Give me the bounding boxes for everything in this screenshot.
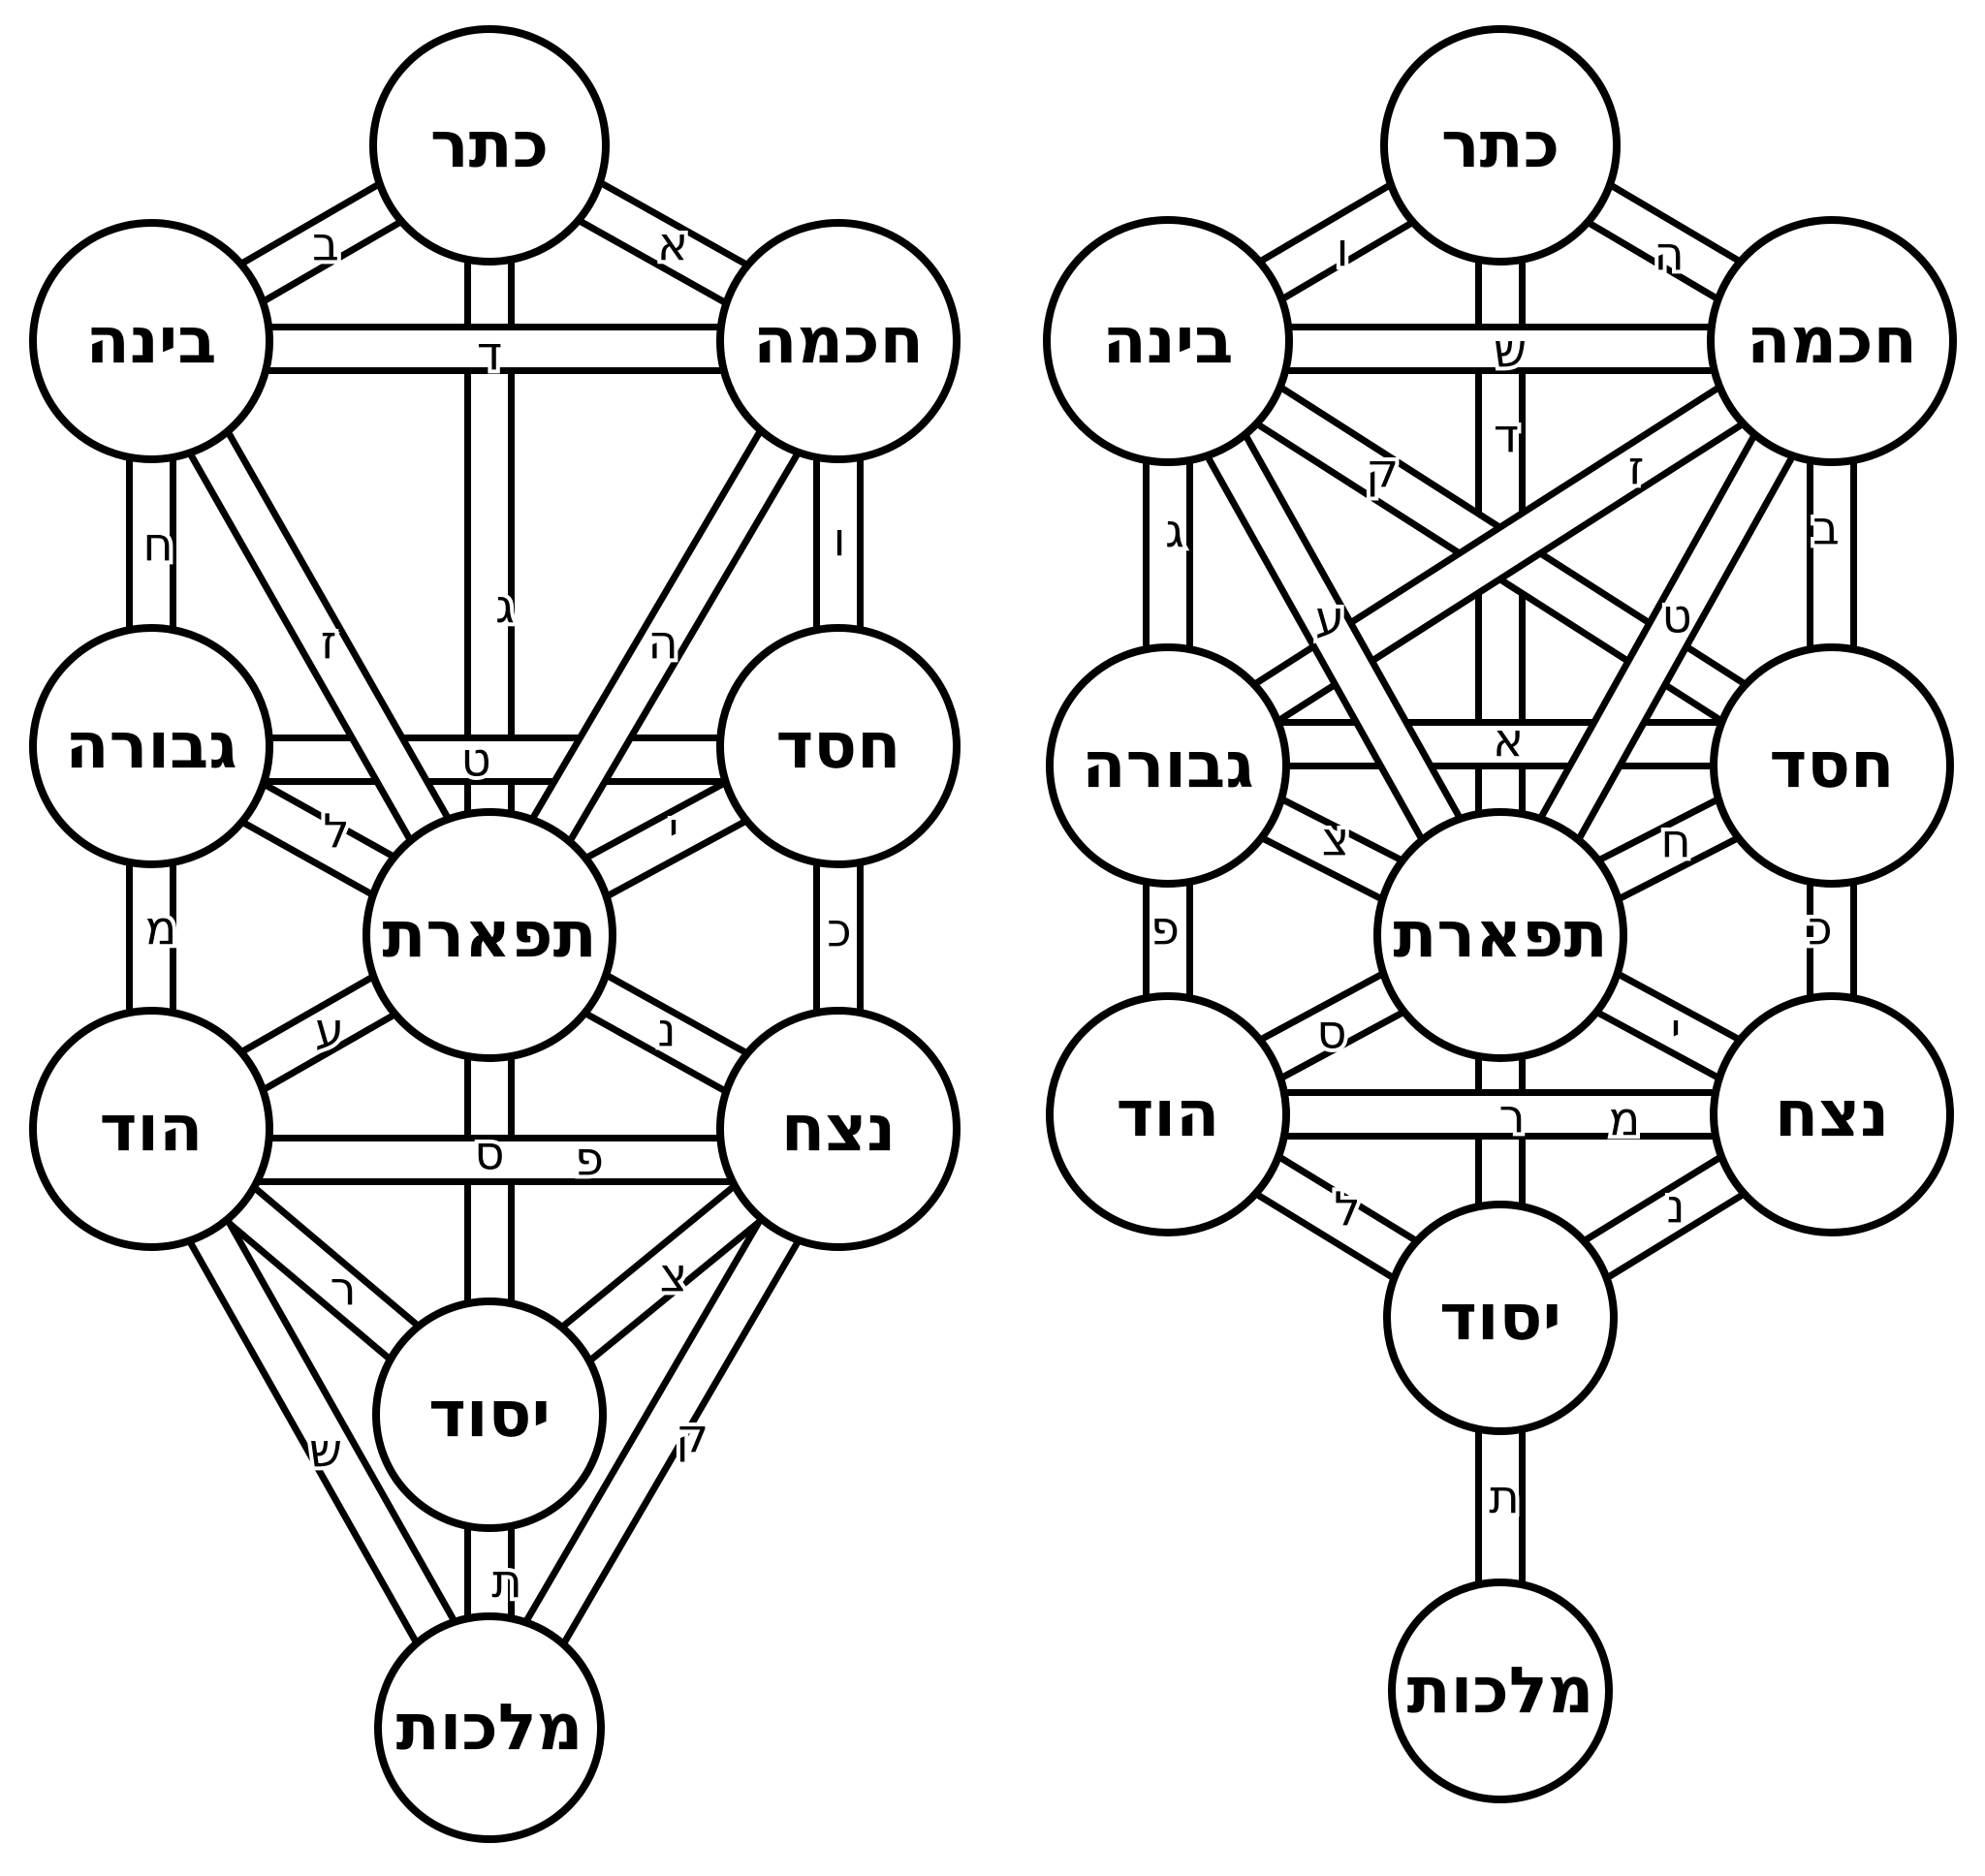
path-letter-netzach-tiferet: י	[1671, 1003, 1682, 1057]
path-letter-tiferet-yesod: ר	[1498, 1089, 1525, 1143]
node-malkhut-circle	[374, 1612, 605, 1843]
node-malkhut-label: מלכות	[1407, 1652, 1594, 1728]
path-letter-binah-tiferet: ז	[321, 615, 337, 670]
node-gevurah-circle	[1046, 643, 1290, 888]
path-letter-netzach-malkhut: ק	[676, 1409, 709, 1463]
node-binah-circle	[1043, 216, 1293, 466]
node-hod-label: הוד	[1117, 1076, 1220, 1151]
node-gevurah-label: גבורה	[1082, 727, 1253, 802]
node-binah-circle	[29, 219, 273, 463]
path-letter-hod-yesod: ר	[330, 1262, 356, 1316]
path-letter-hod-yesod: ל	[1334, 1182, 1360, 1236]
path-letter-gevurah-hod: מ	[145, 901, 177, 955]
node-chokhmah-circle	[1707, 216, 1957, 466]
path-letter-binah-tiferet: ע	[1315, 591, 1344, 645]
path-letter-binah-gevurah: ח	[142, 517, 173, 572]
path-letter-chokhmah-tiferet: ט	[1661, 589, 1691, 643]
node-chokhmah-label: חכמה	[753, 302, 924, 378]
path-letter-tiferet-netzach: נ	[657, 1003, 676, 1057]
path-letter-hod-malkhut: ש	[309, 1423, 342, 1478]
path-letter-binah-gevurah: ג	[1165, 504, 1184, 558]
path-letter-gevurah-chesed: ט	[460, 733, 490, 787]
node-yesod-label: יסוד	[1439, 1279, 1561, 1355]
path-letter-keter-tiferet: ג	[495, 579, 515, 634]
path-letter-keter-chokhmah: א	[657, 217, 688, 271]
path-letter-binah-chesed: ק	[1366, 444, 1399, 498]
tree-left-gra: ג ח ו מ כ ס ת ד ט פ ב א ז ה ל י ע נ ר צ ש ק כתר בינה חכמה גבורה חס…	[29, 25, 961, 1843]
path-letter-yesod-malkhut: ת	[491, 1554, 522, 1609]
path-letter-chesed-netzach: כ	[827, 903, 851, 957]
path-letter-gevurah-hod: פ	[1150, 901, 1180, 955]
path-letter-chesed-tiferet: י	[669, 802, 679, 857]
path-letter-binah-chokhmah: ד	[477, 327, 502, 381]
path-letter-keter-chokhmah: ה	[1654, 227, 1684, 281]
node-tiferet-label: תפארת	[382, 896, 596, 972]
node-gevurah-label: גבורה	[65, 707, 236, 783]
node-yesod-circle	[1383, 1201, 1618, 1435]
node-netzach-circle	[1710, 992, 1954, 1236]
node-chokhmah-label: חכמה	[1747, 302, 1917, 378]
node-tiferet-circle	[1373, 808, 1627, 1062]
path-letter-netzach-yesod: צ	[660, 1248, 687, 1302]
node-binah-label: בינה	[1103, 302, 1234, 378]
node-hod-label: הוד	[100, 1090, 204, 1166]
node-keter-circle	[1380, 25, 1621, 266]
node-netzach-label: נצח	[1775, 1076, 1889, 1151]
node-malkhut-circle	[1388, 1579, 1613, 1803]
node-malkhut-label: מלכות	[396, 1689, 583, 1765]
node-keter-label: כתר	[430, 107, 549, 182]
node-netzach-circle	[716, 1007, 961, 1251]
node-tiferet-label: תפארת	[1393, 896, 1607, 972]
node-keter-label: כתר	[1441, 107, 1560, 182]
path-chokhmah-gevurah	[1153, 320, 1846, 787]
path-letter-chokhmah-chesed: ו	[833, 513, 845, 567]
node-chesed-circle	[1710, 643, 1954, 888]
path-letter-chokhmah-gevurah: ז	[1628, 441, 1645, 495]
path-letter-chesed-tiferet: ח	[1660, 814, 1690, 868]
path-letter-keter-binah: ב	[312, 217, 339, 271]
path-letter-chokhmah-tiferet: ה	[647, 615, 677, 670]
node-keter-circle	[369, 25, 610, 266]
path-letter-hod-tiferet: ס	[1316, 1005, 1346, 1059]
path-letter-yesod-malkhut: ת	[1489, 1470, 1520, 1524]
path-letter-gevurah-tiferet: ל	[323, 804, 349, 859]
node-yesod-label: יסוד	[428, 1376, 551, 1452]
node-chesed-circle	[716, 624, 961, 868]
node-chokhmah-circle	[716, 219, 961, 463]
path-letter-gevurah-tiferet: צ	[1322, 812, 1349, 866]
path-letter-gevurah-chesed: א	[1493, 713, 1524, 767]
path-letter-hod-netzach: פ	[575, 1132, 604, 1186]
node-chesed-label: חסד	[1769, 727, 1894, 802]
path-letter-keter-binah: ו	[1336, 223, 1348, 277]
path-letter-keter-tiferet: ד	[1494, 409, 1519, 463]
path-letter-netzach-yesod: נ	[1666, 1179, 1685, 1234]
path-band-fill	[1157, 325, 1843, 782]
path-letter-chesed-netzach: כ	[1808, 901, 1832, 955]
node-binah-label: בינה	[86, 302, 217, 378]
path-letter-binah-chokhmah: ש	[1494, 324, 1527, 378]
path-letter-tiferet-yesod: ס	[474, 1126, 504, 1180]
path-letter-hod-tiferet: ע	[315, 1003, 344, 1057]
node-yesod-circle	[372, 1298, 607, 1532]
node-hod-circle	[1046, 992, 1290, 1236]
node-gevurah-circle	[29, 624, 273, 868]
path-letter-hod-netzach: מ	[1609, 1092, 1641, 1146]
node-tiferet-circle	[362, 808, 616, 1062]
path-letter-chokhmah-chesed: ב	[1812, 501, 1840, 555]
node-hod-circle	[29, 1007, 273, 1251]
tree-right-ari: ד ג ב פ כ ר ת ש א מ ו ה ק ז ע ט צ ח ס י ל נ כתר בינה חכמה גבורה חס…	[1043, 25, 1957, 1803]
node-chesed-label: חסד	[775, 707, 900, 783]
node-netzach-label: נצח	[781, 1090, 896, 1166]
